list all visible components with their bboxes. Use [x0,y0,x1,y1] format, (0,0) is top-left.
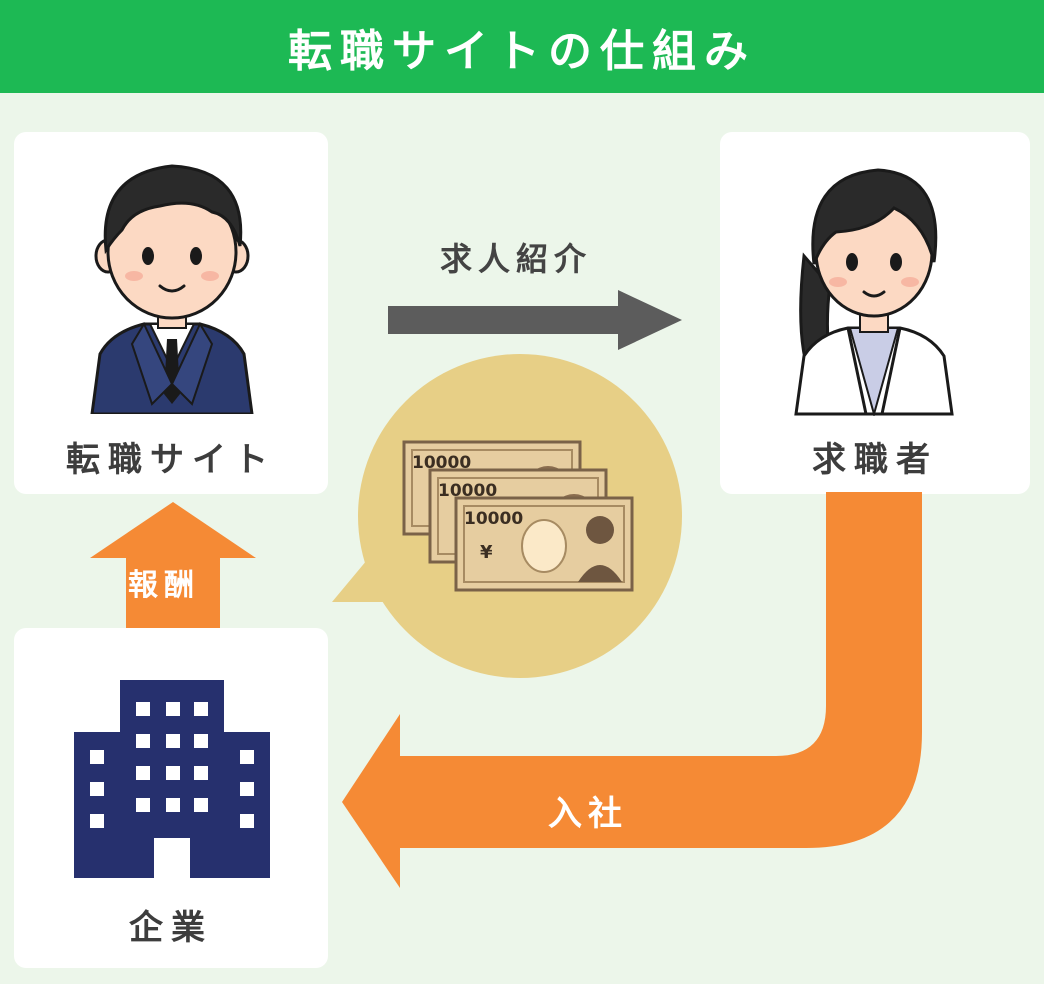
banknote-value-back: 10000 [412,453,471,473]
header-bar: 転職サイトの仕組み [0,0,1044,93]
job-site-label: 転職サイト [66,440,276,480]
reward-arrow [90,502,256,628]
introduction-label: 求人紹介 [440,240,593,278]
job-seeker-woman-icon [794,168,954,416]
company-label: 企業 [129,908,213,948]
company-card: 企業 [14,628,328,968]
hiring-label: 入社 [548,794,628,834]
hiring-arrow [342,492,922,888]
businessman-icon [90,164,254,414]
banknotes-icon: 10000 10000 10000 ¥ [402,440,634,592]
job-seeker-label: 求職者 [812,440,938,480]
introduction-arrow [388,290,682,350]
office-building-icon [74,680,270,878]
page-title: 転職サイトの仕組み [288,25,756,77]
banknote-value-front: 10000 [464,509,523,529]
job-site-card: 転職サイト [14,132,328,494]
yen-symbol: ¥ [480,542,493,563]
job-seeker-card: 求職者 [720,132,1030,494]
banknote-value-middle: 10000 [438,481,497,501]
reward-label: 報酬 [128,568,200,603]
